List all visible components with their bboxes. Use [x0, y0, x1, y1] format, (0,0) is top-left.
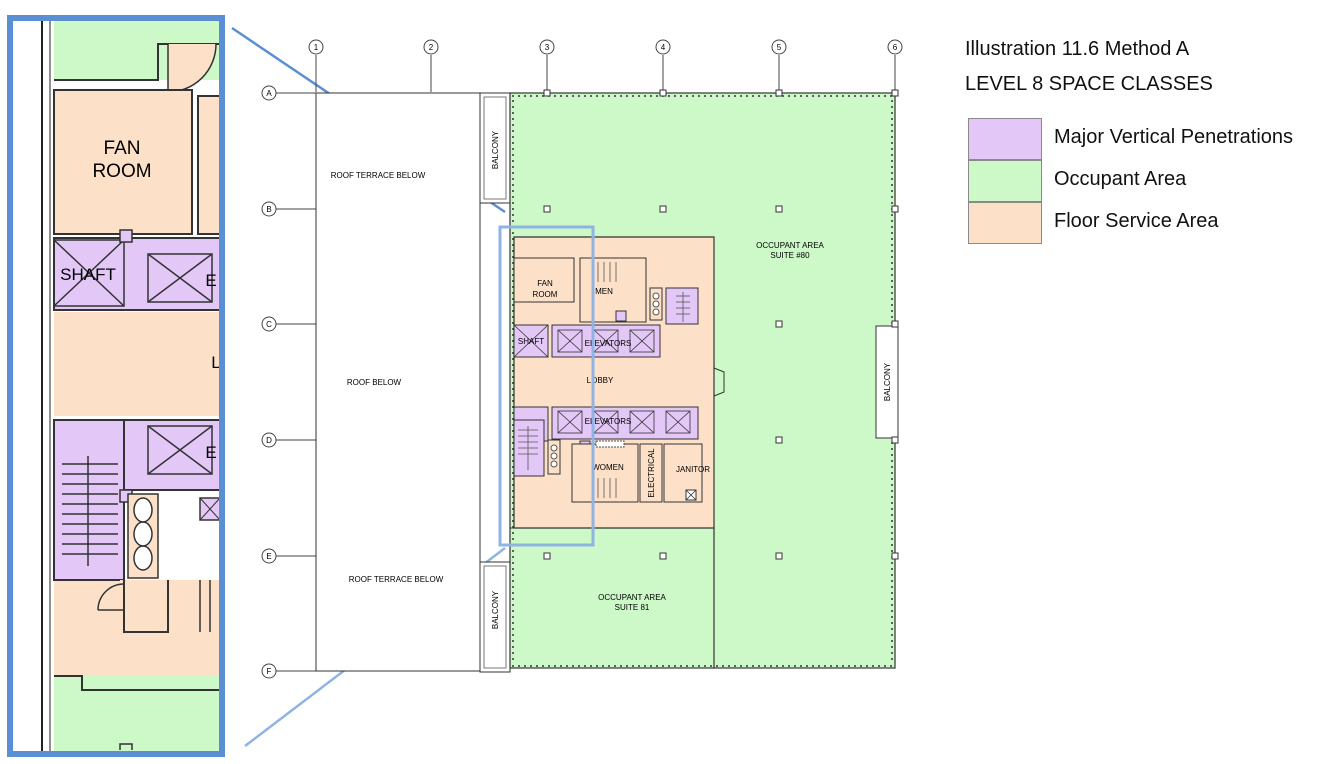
stair-top: [665, 287, 699, 325]
zoom-panel: FAN ROOM SHAFT E L E: [7, 15, 225, 757]
grid-row-label: A: [266, 89, 272, 98]
grid-row-label: B: [266, 205, 271, 214]
grid-row-label: E: [266, 552, 271, 561]
grid-bubble-col-4: [655, 39, 671, 55]
balcony-right: [875, 325, 899, 439]
lobby-label: LOBBY: [587, 376, 614, 385]
zoom-shaft-label: SHAFT: [60, 265, 116, 284]
grid-bubble-col-2: [423, 39, 439, 55]
suite-80-label-line2: SUITE #80: [770, 251, 810, 260]
structural-columns: [543, 89, 899, 560]
shaft-label: SHAFT: [518, 337, 544, 346]
zoom-region-frame: [498, 225, 595, 547]
fan-room-label-line1: FAN: [537, 279, 553, 288]
grid-column-bubbles: 1 2 3 4 5 6: [308, 39, 903, 55]
grid-bubble-col-3: [539, 39, 555, 55]
roof-area: [315, 92, 481, 672]
roof-below-label: ROOF BELOW: [347, 378, 402, 387]
balcony-top: [479, 92, 511, 204]
grid-col-label: 4: [661, 43, 666, 52]
zoom-panel-frame: [7, 15, 225, 757]
balcony-top-label: BALCONY: [491, 130, 500, 169]
diagram-title-line1: Illustration 11.6 Method A: [965, 38, 1190, 60]
grid-bubble-row-a: [261, 85, 277, 101]
roof-terrace-bottom-label: ROOF TERRACE BELOW: [349, 575, 444, 584]
grid-bubble-row-c: [261, 316, 277, 332]
grid-bubble-row-f: [261, 663, 277, 679]
electrical-room: [639, 443, 663, 503]
legend-item-occupant-area: Occupant Area: [968, 160, 1338, 204]
grid-bubble-row-e: [261, 548, 277, 564]
zoom-fan-room-line2: ROOM: [92, 161, 151, 182]
fan-room-label-line2: ROOM: [533, 290, 558, 299]
legend-swatch-service: [968, 202, 1042, 244]
balcony-right-label: BALCONY: [883, 362, 892, 401]
balcony-bottom-label: BALCONY: [491, 590, 500, 629]
roof-terrace-top-label: ROOF TERRACE BELOW: [331, 171, 426, 180]
balcony-bottom: [479, 561, 511, 673]
zoom-lobby-fragment: L: [211, 353, 220, 372]
fan-room: [513, 257, 575, 303]
grid-col-label: 2: [429, 43, 434, 52]
grid-col-label: 1: [314, 43, 319, 52]
men-restroom: [579, 257, 647, 323]
elevators-top-label: ELEVATORS: [585, 339, 632, 348]
elevators-bottom: [551, 406, 699, 440]
women-restroom: [571, 443, 639, 503]
legend-swatch-occupant: [968, 160, 1042, 202]
legend-item-floor-service-area: Floor Service Area: [968, 202, 1338, 246]
grid-col-label: 6: [893, 43, 898, 52]
zoom-fan-room-line1: FAN: [104, 138, 141, 159]
grid-row-label: D: [266, 436, 272, 445]
suite-80-label-line1: OCCUPANT AREA: [756, 241, 824, 250]
zoom-elev-fragment-1: E: [205, 271, 216, 290]
legend-label: Major Vertical Penetrations: [1054, 126, 1294, 148]
grid-lines: [276, 55, 896, 672]
women-label: WOMEN: [592, 463, 624, 472]
suite-81-label-line2: SUITE 81: [615, 603, 650, 612]
legend-swatch-penetration: [968, 118, 1042, 160]
suite-81-label-line1: OCCUPANT AREA: [598, 593, 666, 602]
zoom-elev-fragment-2: E: [205, 443, 216, 462]
diagram-title-line2: LEVEL 8 SPACE CLASSES: [965, 73, 1213, 95]
grid-row-label: C: [266, 320, 272, 329]
janitor-label: JANITOR: [676, 465, 710, 474]
grid-bubble-col-5: [771, 39, 787, 55]
legend-label: Floor Service Area: [1054, 210, 1219, 232]
grid-bubble-row-b: [261, 201, 277, 217]
grid-row-label: F: [267, 667, 272, 676]
electrical-label: ELECTRICAL: [647, 448, 656, 498]
grid-bubble-col-1: [308, 39, 324, 55]
legend-label: Occupant Area: [1054, 168, 1187, 190]
elevators-bottom-label: ELEVATORS: [585, 417, 632, 426]
grid-bubble-row-d: [261, 432, 277, 448]
grid-row-bubbles: A B C D E F: [261, 85, 277, 679]
grid-col-label: 5: [777, 43, 782, 52]
legend-item-vertical-penetrations: Major Vertical Penetrations: [968, 118, 1338, 162]
grid-bubble-col-6: [887, 39, 903, 55]
grid-col-label: 3: [545, 43, 550, 52]
men-label: MEN: [595, 287, 613, 296]
